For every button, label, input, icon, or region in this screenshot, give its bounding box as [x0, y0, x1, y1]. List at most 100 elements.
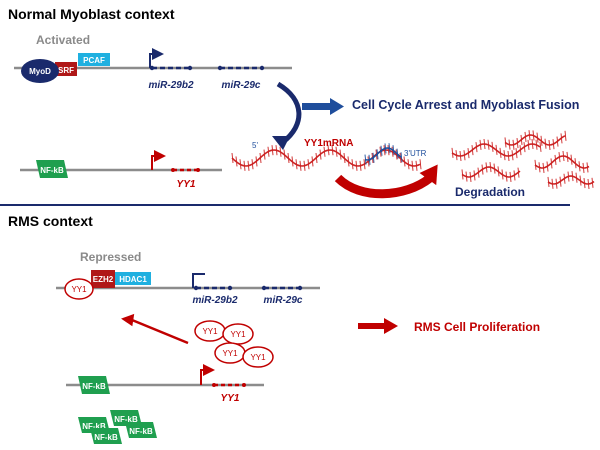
- mrna-base-tick: [509, 171, 512, 182]
- mrna-base-tick: [392, 145, 395, 156]
- mrna-base-tick: [267, 146, 270, 157]
- mrna-base-tick: [279, 146, 282, 157]
- nfkb-label-normal: NF-kB: [40, 166, 64, 175]
- activated-label: Activated: [36, 33, 91, 47]
- mrna-base-tick: [566, 151, 569, 163]
- mrna-base-tick: [567, 171, 570, 182]
- mrna-base-tick: [251, 159, 254, 170]
- ezh2-label: EZH2: [93, 275, 114, 284]
- activator-complex: PCAF SRF MyoD: [21, 53, 110, 83]
- svg-text:NF-kB: NF-kB: [82, 422, 106, 431]
- mrna-backbone: [547, 175, 595, 185]
- mrna-base-tick: [552, 139, 555, 150]
- mrna-base-tick: [564, 130, 567, 141]
- mrna-base-tick: [534, 159, 537, 170]
- mrna-base-tick: [578, 161, 581, 172]
- nfkb-box-rms: [78, 376, 110, 394]
- mrna-base-tick: [582, 162, 585, 173]
- yy1-protein: [242, 346, 274, 368]
- mrna-base-tick: [499, 147, 502, 158]
- mrna-base-tick: [503, 150, 506, 161]
- mrna-base-tick: [319, 149, 322, 160]
- mrna-base-tick: [295, 159, 298, 170]
- mrna-base-tick: [563, 173, 566, 184]
- mrna-base-tick: [544, 138, 547, 149]
- mrna-base-tick: [575, 172, 578, 183]
- mrna-base-tick: [355, 160, 358, 171]
- mrna-base-tick: [489, 162, 492, 173]
- mir29c-label-rms: miR-29c: [264, 295, 303, 306]
- mrna-base-tick: [536, 132, 539, 143]
- normal-outcome-label: Cell Cycle Arrest and Myoblast Fusion: [352, 98, 580, 112]
- mrna-base-tick: [461, 169, 464, 180]
- mrna-base-tick: [542, 162, 545, 173]
- mir29b2-label-normal: miR-29b2: [148, 80, 193, 91]
- mrna-base-tick: [271, 145, 274, 156]
- mrna-base-tick: [535, 139, 538, 150]
- promoter-arrow-mir29-normal: [149, 48, 164, 68]
- mrna-5prime-label: 5': [252, 141, 258, 150]
- mrna-base-tick: [247, 160, 250, 171]
- mrna-base-tick: [400, 152, 403, 163]
- mrna-base-tick: [287, 152, 290, 164]
- mrna-base-tick: [335, 146, 338, 157]
- mrna-base-tick: [291, 156, 294, 167]
- nfkb-protein: [90, 428, 122, 444]
- degradation-label: Degradation: [455, 185, 526, 199]
- mrna-base-tick: [519, 145, 522, 156]
- mrna-fragment: [461, 162, 521, 182]
- mrna-base-tick: [231, 152, 234, 164]
- repressor-complex: HDAC1 EZH2 YY1: [64, 270, 151, 300]
- nfkb-label-rms: NF-kB: [82, 382, 106, 391]
- mrna-base-tick: [303, 160, 306, 171]
- svg-text:NF-kB: NF-kB: [94, 433, 118, 442]
- mrna-base-tick: [485, 162, 488, 173]
- nfkb-box-normal: [36, 160, 68, 178]
- mrna-base-tick: [384, 143, 387, 154]
- mrna-base-tick: [469, 171, 472, 182]
- mrna-base-tick: [511, 150, 514, 161]
- mirna-bound-strand: [364, 143, 403, 165]
- mrna-base-tick: [495, 144, 498, 155]
- outcome-arrow-normal: [302, 98, 344, 115]
- mrna-base-tick: [487, 139, 490, 150]
- mrna-base-tick: [477, 167, 480, 178]
- srf-box: [55, 62, 77, 76]
- mrna-base-tick: [467, 148, 470, 159]
- hdac1-label: HDAC1: [119, 275, 147, 284]
- svg-text:NF-kB: NF-kB: [129, 427, 153, 436]
- mrna-base-tick: [501, 169, 504, 180]
- mrna-base-tick: [512, 139, 515, 150]
- mrna-base-tick: [579, 175, 582, 186]
- mrna-base-tick: [504, 137, 507, 148]
- yy1-protein-label: YY1: [230, 330, 246, 339]
- mrna-base-tick: [380, 145, 383, 156]
- mrna-base-tick: [351, 159, 354, 170]
- mrna-base-tick: [399, 152, 402, 164]
- mrna-base-tick: [540, 135, 543, 146]
- mrna-base-tick: [364, 154, 367, 165]
- mrna-base-tick: [275, 145, 278, 156]
- mrna-base-tick: [323, 146, 326, 157]
- mrna-base-tick: [570, 154, 573, 165]
- myod-ellipse: [21, 59, 59, 83]
- degraded-mrna-fragments: [451, 130, 595, 190]
- mrna-base-tick: [586, 162, 589, 173]
- mrna-base-tick: [505, 171, 508, 182]
- mrna-base-tick: [516, 138, 519, 149]
- mrna-base-tick: [459, 150, 462, 162]
- mrna-base-tick: [471, 145, 474, 156]
- svg-text:NF-kB: NF-kB: [114, 415, 138, 424]
- mrna-base-tick: [243, 160, 246, 171]
- mir-to-mrna-arrow: [276, 81, 302, 144]
- mrna-base-tick: [239, 159, 242, 170]
- rms-outcome-label: RMS Cell Proliferation: [414, 320, 541, 334]
- mrna-base-tick: [395, 149, 398, 160]
- mrna-base-tick: [299, 160, 302, 171]
- mrna-base-tick: [403, 156, 406, 167]
- mrna-base-tick: [532, 130, 535, 141]
- mrna-base-tick: [343, 152, 346, 164]
- myod-label: MyoD: [29, 67, 51, 76]
- mrna-base-tick: [538, 162, 541, 173]
- mrna-base-tick: [376, 149, 379, 160]
